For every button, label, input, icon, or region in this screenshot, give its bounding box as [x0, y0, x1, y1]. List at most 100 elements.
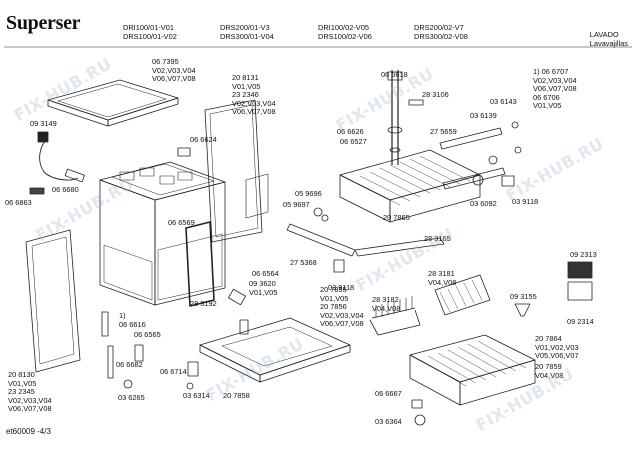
cutlery-insert — [434, 274, 491, 316]
part-092314 — [567, 281, 593, 301]
model-3b: DRS100/02-V06 — [318, 32, 372, 41]
model-2b: DRS300/01-V04 — [220, 32, 274, 41]
model-1b: DRS100/01-V02 — [123, 32, 177, 41]
label-066624: 06 6624 — [190, 135, 217, 144]
label-207864: 20 7864 V01,V02,V03 V05,V06,V07 — [535, 334, 579, 361]
power-cable — [37, 131, 79, 181]
part-066564 — [228, 288, 246, 306]
brand-logo: Superser — [6, 12, 81, 34]
label-066565: 06 6565 — [134, 330, 161, 339]
model-3a: DRI100/02-V05 — [318, 23, 369, 32]
label-066564: 06 6564 — [252, 269, 279, 278]
label-283165: 28 3165 — [424, 234, 451, 243]
label-059697: 05 9697 — [283, 200, 310, 209]
label-066714: 06 6714 — [160, 367, 187, 376]
label-036092: 03 6092 — [470, 199, 497, 208]
label-283106: 28 3106 — [422, 90, 449, 99]
label-066616: 1) 06 6616 — [119, 311, 146, 329]
label-093149: 09 3149 — [30, 119, 57, 128]
label-207865: 20 7865 — [383, 213, 410, 222]
label-039118b: 03 9118 — [328, 283, 355, 292]
part-066863 — [29, 187, 45, 195]
part-036143 — [511, 121, 519, 129]
part-066616 — [101, 311, 109, 337]
label-066527: 06 6527 — [340, 137, 367, 146]
door-seal — [185, 221, 215, 307]
label-066618: 06 6618 — [381, 70, 408, 79]
part-036139 — [488, 155, 498, 165]
model-2a: DRS200/01-V3 — [220, 23, 270, 32]
label-036139: 03 6139 — [470, 111, 497, 120]
label-066863: 06 6863 — [5, 198, 32, 207]
part-093620 — [239, 319, 249, 335]
part-066624 — [177, 147, 191, 157]
part-066714 — [187, 361, 199, 377]
part-283106 — [408, 99, 424, 106]
part-036265 — [123, 379, 133, 389]
label-066680: 06 6680 — [52, 185, 79, 194]
label-275368: 27 5368 — [290, 258, 317, 267]
tub-frame — [99, 161, 226, 306]
label-283192: 28 3192 — [190, 299, 217, 308]
part-066680 — [64, 168, 85, 183]
model-1a: DRI100/01-V01 — [123, 23, 174, 32]
label-093620: 09 3620 V01,V05 — [249, 279, 278, 297]
part-066682 — [107, 345, 114, 379]
lower-basket — [409, 334, 536, 406]
label-207858: 20 7858 — [223, 391, 250, 400]
category-line2: Lavavajillas — [589, 39, 628, 48]
label-092314: 09 2314 — [567, 317, 594, 326]
label-066626: 06 6626 — [337, 127, 364, 136]
spray-arm-tube — [387, 70, 403, 165]
label-036265: 03 6265 — [118, 393, 145, 402]
upper-basket — [339, 149, 481, 223]
label-207855: 20 7855 V01,V05 20 7856 V02,V03,V04 V06,… — [320, 285, 364, 329]
funnel — [514, 303, 531, 317]
label-066682: 06 6682 — [116, 360, 143, 369]
label-208130: 20 8130 V01,V05 23 2345 V02,V03,V04 V06,… — [8, 370, 52, 414]
part-092313 — [567, 261, 593, 279]
part-039118a — [501, 175, 515, 187]
tine-rack — [369, 296, 421, 336]
part-036092 — [472, 174, 484, 186]
part-066707 — [514, 146, 522, 154]
part-275368 — [286, 223, 356, 257]
label-283181: 28 3181 V04,V08 — [428, 269, 457, 287]
label-036143: 03 6143 — [490, 97, 517, 106]
worktop-part — [47, 79, 179, 127]
label-066707: 1) 06 6707 V02,V03,V04 V06,V07,V08 06 67… — [533, 67, 577, 111]
part-036364 — [414, 414, 426, 426]
label-283182: 28 3182 V04,V08 — [372, 295, 401, 313]
part-059697 — [321, 214, 329, 222]
label-275659: 27 5659 — [430, 127, 457, 136]
label-059696: 05 9696 — [295, 189, 322, 198]
base-tray — [199, 317, 351, 383]
side-panel-left — [25, 229, 81, 373]
label-207859: 20 7859 V04,V08 — [535, 362, 564, 380]
category-line1: LAVADO — [589, 30, 619, 39]
basket-rails — [439, 127, 506, 190]
part-036314 — [186, 382, 194, 390]
label-067395: 06 7395 V02,V03,V04 V06,V07,V08 — [152, 57, 196, 84]
model-4b: DRS300/02-V08 — [414, 32, 468, 41]
label-039118a: 03 9118 — [512, 197, 539, 206]
part-059696 — [313, 207, 323, 217]
part-066565 — [134, 344, 144, 362]
side-panel-right — [204, 99, 269, 243]
label-036364: 03 6364 — [375, 417, 402, 426]
footer-ref: et60009 -4/3 — [6, 427, 51, 436]
part-039118b — [333, 259, 345, 273]
label-066569: 06 6569 — [168, 218, 195, 227]
label-092313: 09 2313 — [570, 250, 597, 259]
lower-spray-arm — [354, 237, 445, 257]
label-036314: 03 6314 — [183, 391, 210, 400]
label-093155: 09 3155 — [510, 292, 537, 301]
label-208131: 20 8131 V01,V05 23 2346 V02,V03,V04 V06,… — [232, 73, 276, 117]
model-4a: DRS200/02-V7 — [414, 23, 464, 32]
